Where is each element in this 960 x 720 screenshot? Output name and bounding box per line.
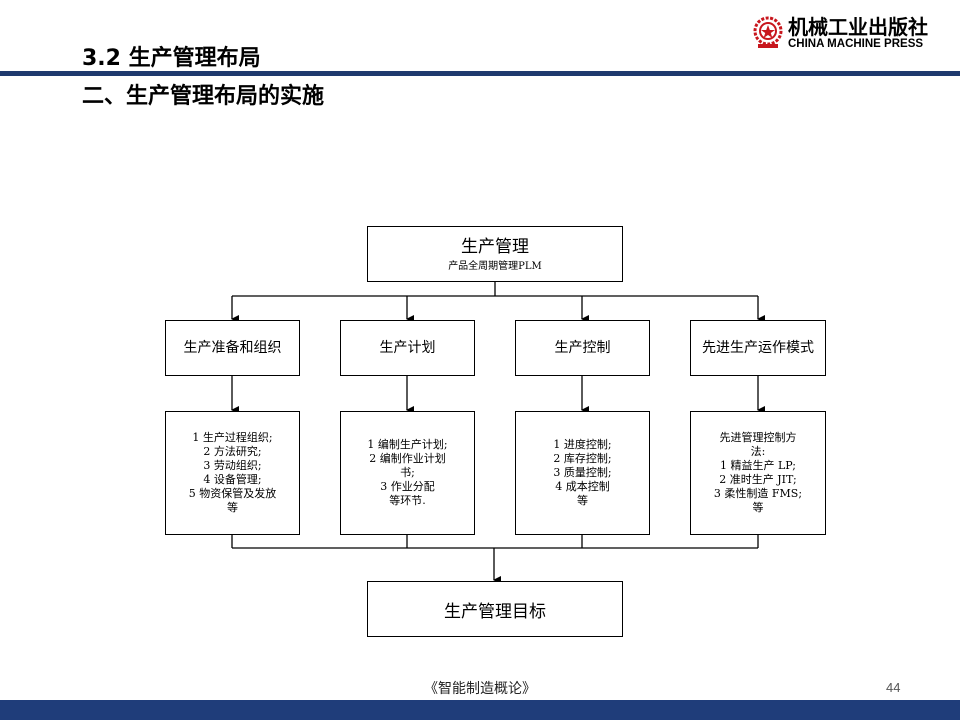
book-title: 《智能制造概论》 [424, 681, 536, 697]
category-node: 先进生产运作模式 [690, 320, 826, 376]
category-node: 生产准备和组织 [165, 320, 300, 376]
detail-node: 1 生产过程组织; 2 方法研究; 3 劳动组织; 4 设备管理; 5 物资保管… [165, 411, 300, 535]
footer-bar [0, 700, 960, 720]
publisher-emblem-icon [753, 16, 783, 48]
root-node-production-management: 生产管理 产品全周期管理PLM [367, 226, 623, 282]
goal-node: 生产管理目标 [367, 581, 623, 637]
detail-node: 1 编制生产计划; 2 编制作业计划 书; 3 作业分配 等环节. [340, 411, 475, 535]
detail-node: 先进管理控制方 法: 1 精益生产 LP; 2 准时生产 JIT; 3 柔性制造… [690, 411, 826, 535]
root-node-title: 生产管理 [461, 236, 529, 257]
detail-node: 1 进度控制; 2 库存控制; 3 质量控制; 4 成本控制 等 [515, 411, 650, 535]
publisher-name-en: CHINA MACHINE PRESS [788, 38, 924, 50]
category-node: 生产控制 [515, 320, 650, 376]
publisher-logo: 机械工业出版社 CHINA MACHINE PRESS [752, 16, 928, 50]
page-number: 44 [886, 680, 901, 695]
category-node: 生产计划 [340, 320, 475, 376]
root-node-subtitle: 产品全周期管理PLM [448, 260, 542, 272]
section-title: 3.2 生产管理布局 [82, 46, 261, 71]
header-divider [0, 71, 960, 76]
slide-subtitle: 二、生产管理布局的实施 [82, 84, 325, 109]
publisher-name-cn: 机械工业出版社 [788, 15, 928, 39]
